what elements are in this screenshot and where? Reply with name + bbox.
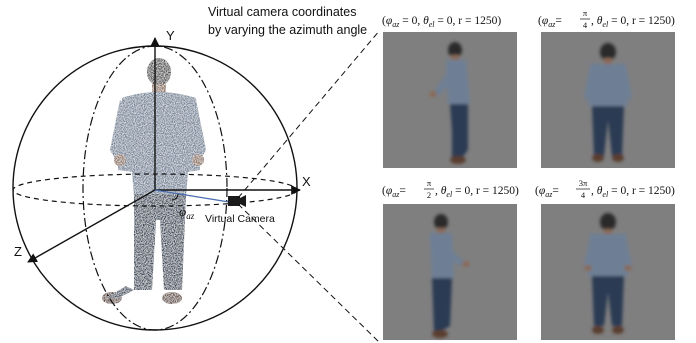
point-cloud-shirt xyxy=(118,92,200,196)
caption-4-denominator: 4 xyxy=(581,190,586,200)
panel-caption-1: (φaz = 0, θel = 0, r = 1250) xyxy=(382,15,501,29)
panel-caption-2: (φaz= π 4 , θel = 0, r = 1250) xyxy=(538,8,675,30)
point-cloud-head xyxy=(147,58,171,86)
render-panel-azimuth-pi-4 xyxy=(541,32,675,168)
caption-4-numerator: 3π xyxy=(579,178,588,188)
svg-text:, θel = 0, r = 1250): , θel = 0, r = 1250) xyxy=(591,15,675,29)
panel-caption-4: (φaz= 3π 4 , θel = 0, r = 1250) xyxy=(535,178,675,200)
y-axis-label: Y xyxy=(166,28,175,43)
x-axis-label: X xyxy=(302,174,311,189)
point-cloud-person xyxy=(102,58,206,304)
svg-text:, θel = 0, r = 1250): , θel = 0, r = 1250) xyxy=(591,185,675,199)
point-cloud-left-hand xyxy=(114,154,126,166)
virtual-camera-icon xyxy=(228,195,246,207)
projection-line-top xyxy=(237,29,381,199)
svg-text:(φaz=: (φaz= xyxy=(538,15,562,29)
z-axis-label: Z xyxy=(14,244,22,259)
svg-text:(φaz = 0, θel = 0, r = 1250): (φaz = 0, θel = 0, r = 1250) xyxy=(382,15,501,29)
point-cloud-right-hand xyxy=(192,154,204,166)
caption-3-denominator: 2 xyxy=(427,190,431,200)
caption-2-numerator: π xyxy=(583,8,588,18)
z-axis xyxy=(27,189,156,263)
point-cloud-jeans xyxy=(134,194,186,290)
camera-ray xyxy=(154,189,230,203)
sphere-diagram: Y X Z φaz Virtual Camera xyxy=(12,28,311,331)
svg-text:(φaz=: (φaz= xyxy=(535,185,559,199)
caption-2-denominator: 4 xyxy=(583,20,588,30)
point-cloud-neck xyxy=(152,84,166,94)
render-panel-azimuth-pi-2 xyxy=(383,204,517,340)
heading-line-2: by varying the azimuth angle xyxy=(208,23,367,37)
point-cloud-left-cuff xyxy=(106,286,134,298)
render-panel-azimuth-3pi-4 xyxy=(541,204,675,340)
point-cloud-right-arm xyxy=(186,100,206,160)
panel-caption-3: (φaz= π 2 , θel = 0, r = 1250) xyxy=(382,178,519,200)
azimuth-arc xyxy=(171,193,179,201)
projection-line-bottom xyxy=(237,203,381,343)
render-panel-azimuth-0 xyxy=(383,32,517,168)
point-cloud-right-shoe xyxy=(162,292,182,304)
caption-3-numerator: π xyxy=(427,178,432,188)
svg-text:, θel = 0, r = 1250): , θel = 0, r = 1250) xyxy=(435,185,519,199)
virtual-camera-label: Virtual Camera xyxy=(205,213,275,225)
svg-text:(φaz=: (φaz= xyxy=(382,185,406,199)
point-cloud-left-arm xyxy=(110,100,130,160)
heading-line-1: Virtual camera coordinates xyxy=(208,5,356,19)
azimuth-symbol: φaz xyxy=(179,204,195,221)
